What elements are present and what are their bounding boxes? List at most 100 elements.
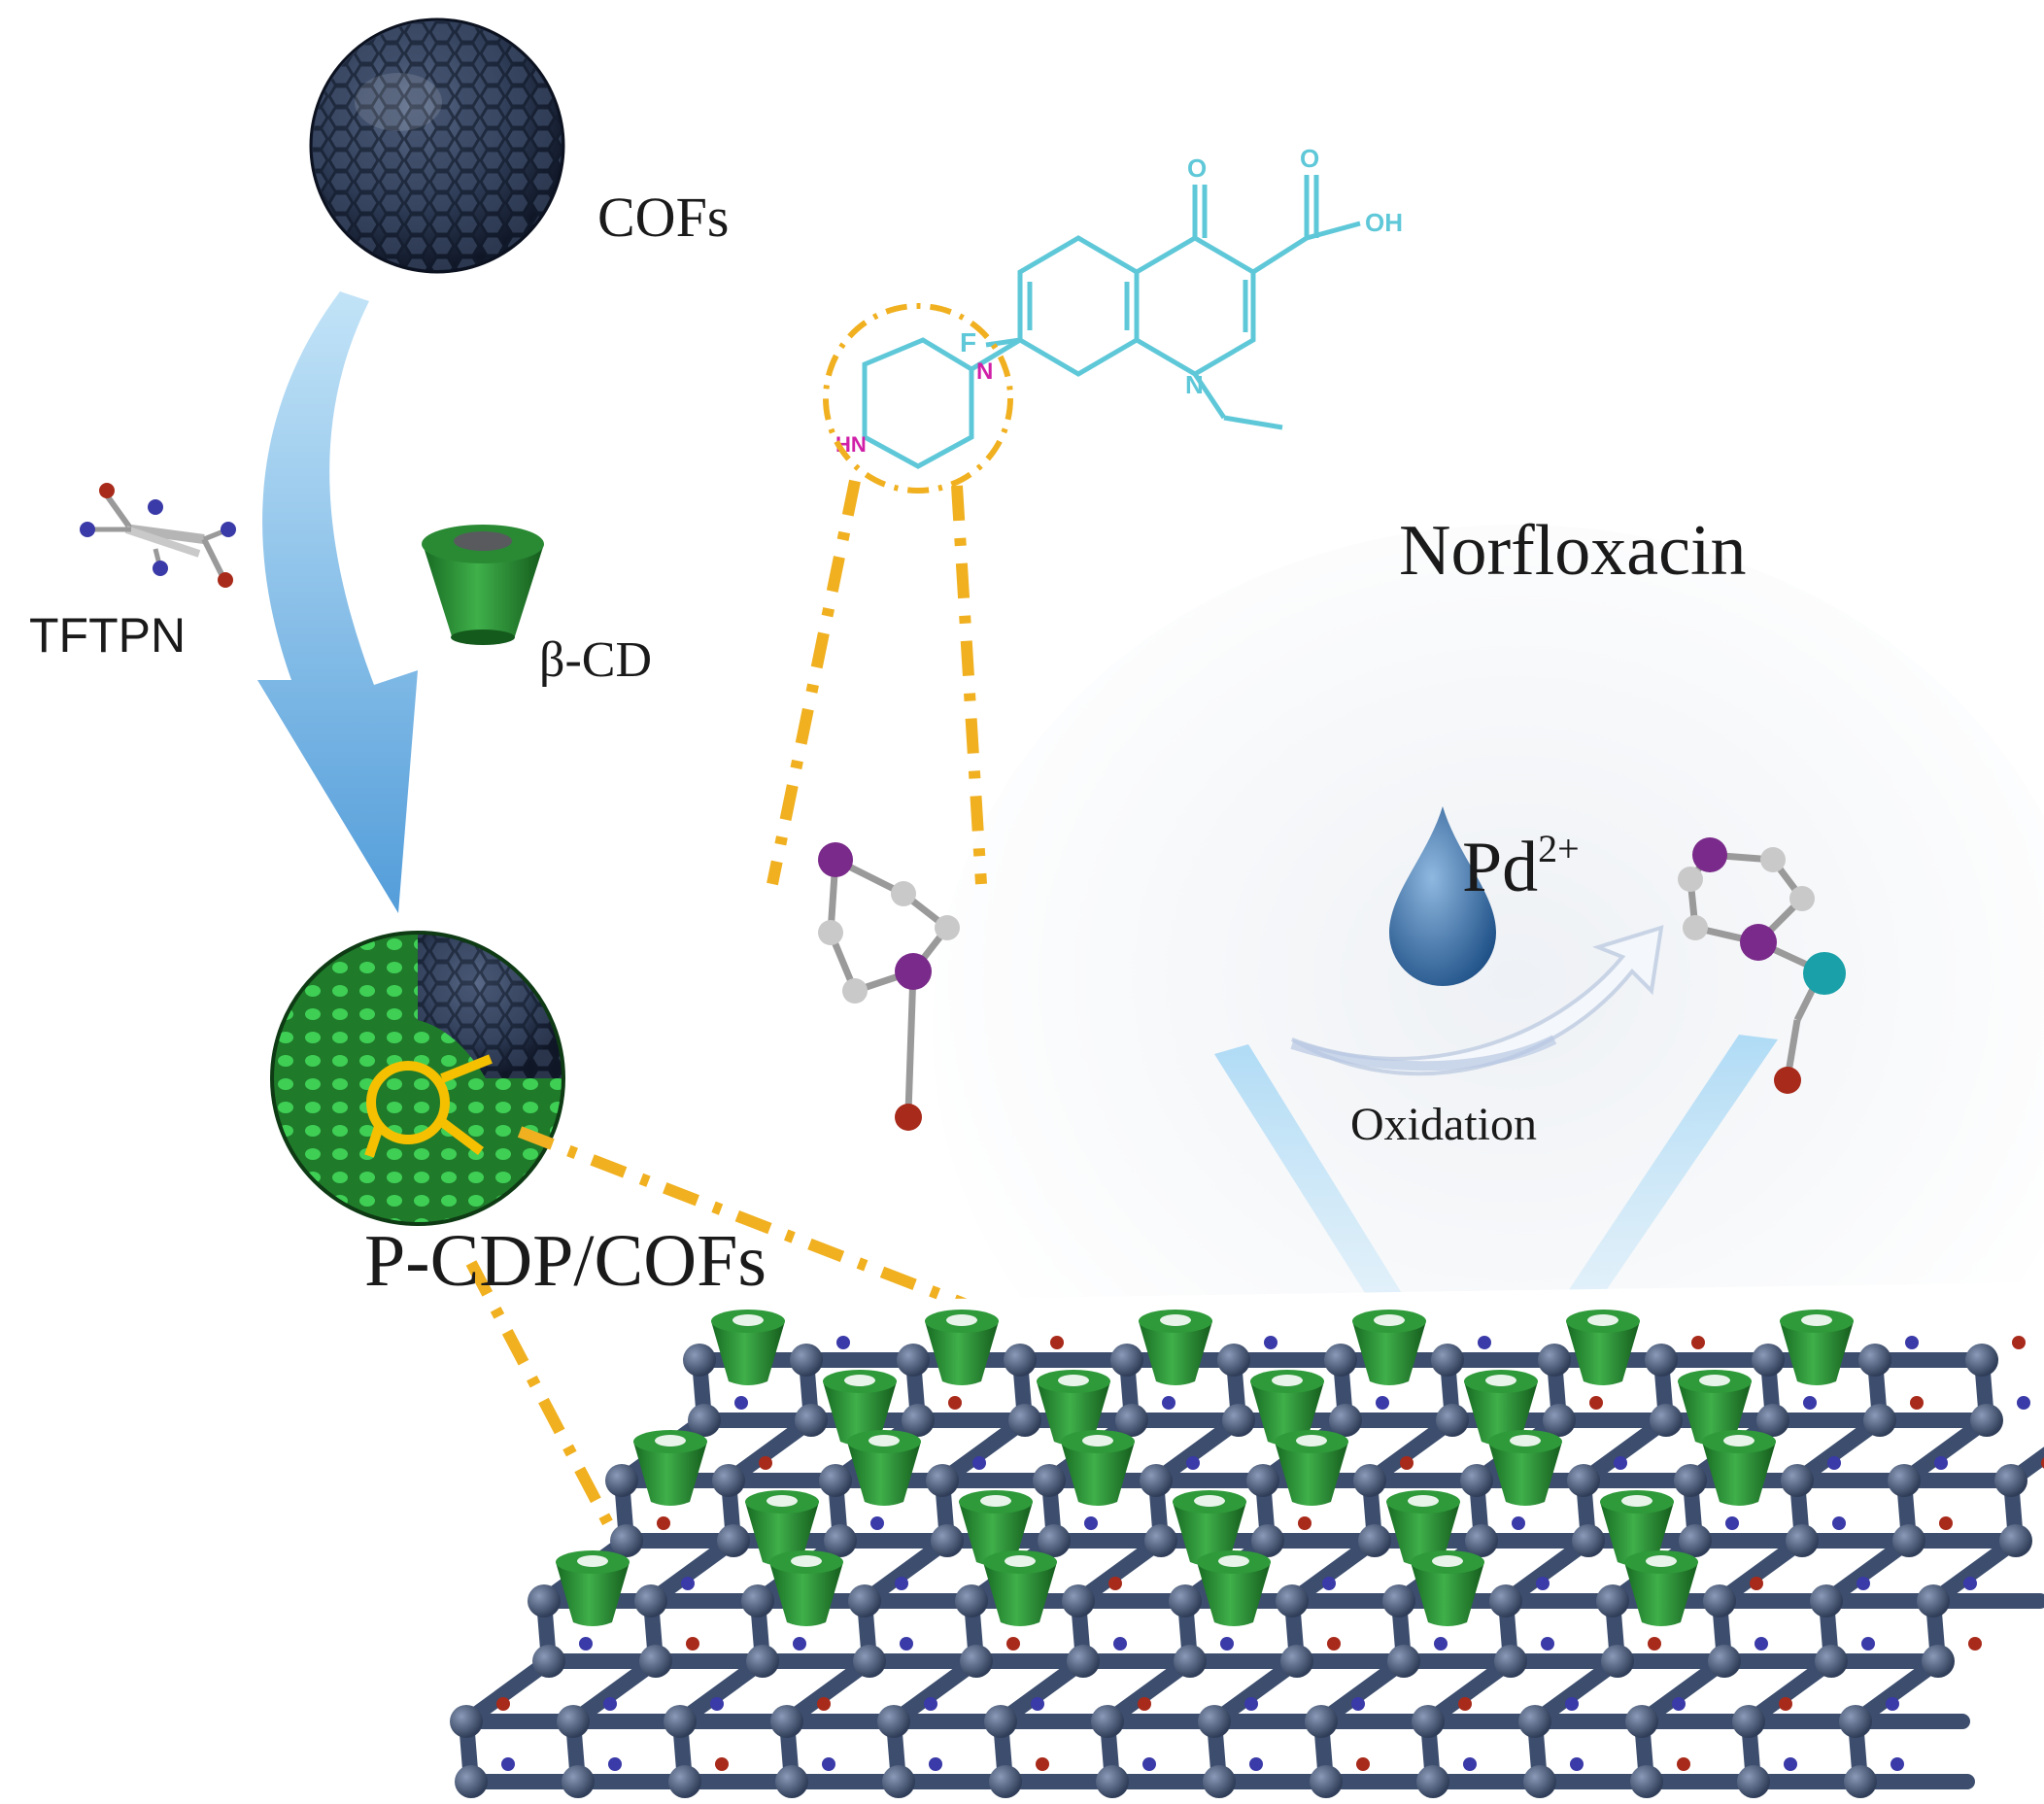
lattice-atom xyxy=(1162,1396,1175,1410)
lattice-atom xyxy=(1536,1577,1550,1590)
lattice-atom xyxy=(1541,1637,1554,1651)
lattice-node xyxy=(1115,1404,1148,1437)
lattice-node xyxy=(1645,1344,1678,1377)
lattice-atom xyxy=(817,1697,831,1711)
label-cofs: COFs xyxy=(597,186,730,249)
cyclodextrin-cone xyxy=(633,1430,707,1506)
lattice-node xyxy=(1096,1765,1129,1798)
atom-oh: OH xyxy=(1365,208,1403,237)
lattice-node xyxy=(1140,1464,1173,1497)
lattice-node xyxy=(1038,1524,1071,1557)
lattice-node xyxy=(717,1524,750,1557)
lattice-atom xyxy=(1886,1697,1899,1711)
lattice-atom xyxy=(501,1757,515,1771)
lattice-node xyxy=(1169,1584,1202,1617)
cyclodextrin-cone xyxy=(823,1370,897,1446)
lattice-node xyxy=(1203,1765,1236,1798)
lattice-node xyxy=(1625,1705,1658,1738)
cyclodextrin-cone xyxy=(711,1310,785,1385)
lattice-node xyxy=(960,1645,993,1678)
lattice-atom xyxy=(1570,1757,1584,1771)
cyclodextrin-cone xyxy=(847,1430,921,1506)
piperazine-ball-model-left xyxy=(818,842,960,1131)
lattice-atom xyxy=(1614,1456,1627,1470)
lattice-node xyxy=(1062,1584,1095,1617)
lattice-node xyxy=(1412,1705,1445,1738)
lattice-atom xyxy=(822,1757,835,1771)
zoom-line-surface-top xyxy=(517,1126,974,1312)
lattice-atom xyxy=(1827,1456,1841,1470)
lattice-node xyxy=(931,1524,964,1557)
lattice-node xyxy=(1324,1344,1357,1377)
lattice-node xyxy=(557,1705,590,1738)
lattice-node xyxy=(1276,1584,1309,1617)
lattice-node xyxy=(848,1584,881,1617)
lattice-node xyxy=(1489,1584,1522,1617)
lattice-atom xyxy=(1784,1757,1797,1771)
lattice-bond xyxy=(886,1653,984,1729)
lattice-node xyxy=(1033,1464,1066,1497)
lattice-node xyxy=(664,1705,697,1738)
cyclodextrin-cone xyxy=(1702,1430,1776,1506)
norfloxacin-structure xyxy=(862,175,1361,469)
lattice-node xyxy=(634,1584,667,1617)
lattice-node xyxy=(1703,1584,1736,1617)
lattice-atom xyxy=(1672,1697,1686,1711)
lattice-node xyxy=(1863,1404,1896,1437)
lattice-atom xyxy=(1905,1336,1919,1349)
lattice-bond xyxy=(1848,1653,1946,1729)
lattice-node xyxy=(1650,1404,1683,1437)
lattice-bond xyxy=(1207,1653,1305,1729)
lattice-bond xyxy=(1925,1533,2024,1609)
cyclodextrin-cone xyxy=(983,1550,1057,1626)
lattice-bond xyxy=(779,1653,877,1729)
lattice-node xyxy=(795,1404,828,1437)
lattice-atom xyxy=(1249,1757,1263,1771)
lattice-node xyxy=(1538,1344,1571,1377)
lattice-node xyxy=(450,1705,483,1738)
background-glow xyxy=(933,525,2044,1535)
lattice-bond xyxy=(1896,1413,1994,1488)
lattice-atom xyxy=(1861,1637,1875,1651)
cyclodextrin-cone xyxy=(745,1490,819,1566)
lattice-atom xyxy=(1434,1637,1448,1651)
lattice-node xyxy=(1756,1404,1789,1437)
lattice-node xyxy=(897,1344,930,1377)
lattice-bond xyxy=(1712,1533,1810,1609)
lattice-atom xyxy=(657,1516,670,1530)
lattice-atom xyxy=(608,1757,622,1771)
lattice-bond xyxy=(1148,1413,1246,1488)
lattice-bond xyxy=(2003,1447,2044,1488)
zoom-line-left xyxy=(766,479,861,886)
lattice-node xyxy=(1353,1464,1386,1497)
lattice-node xyxy=(1246,1464,1279,1497)
lattice-node xyxy=(688,1404,721,1437)
lattice-node xyxy=(1999,1524,2032,1557)
lattice-node xyxy=(1251,1524,1284,1557)
lattice-node xyxy=(1737,1765,1770,1798)
lattice-atom xyxy=(681,1577,695,1590)
lattice-bond xyxy=(993,1653,1091,1729)
lattice-node xyxy=(1416,1765,1449,1798)
lattice-atom xyxy=(759,1456,772,1470)
lattice-node xyxy=(1358,1524,1391,1557)
lattice-atom xyxy=(1327,1637,1341,1651)
lattice-bond xyxy=(1634,1653,1732,1729)
lattice-node xyxy=(926,1464,959,1497)
label-beta-cd: β-CD xyxy=(539,632,653,688)
lattice-node xyxy=(1387,1645,1420,1678)
lattice-node xyxy=(1008,1404,1041,1437)
lattice-atom xyxy=(1910,1396,1924,1410)
lattice-atom xyxy=(793,1637,806,1651)
lattice-bond xyxy=(672,1653,770,1729)
cof-sphere-icon xyxy=(309,17,565,274)
lattice-node xyxy=(1222,1404,1255,1437)
lattice-atom xyxy=(715,1757,729,1771)
lattice-bond xyxy=(1362,1413,1460,1488)
lattice-bond xyxy=(459,1653,557,1729)
lattice-atom xyxy=(1803,1396,1817,1410)
cyclodextrin-cone xyxy=(1173,1490,1246,1566)
cyclodextrin-cone xyxy=(1780,1310,1854,1385)
lattice-atom xyxy=(1006,1637,1020,1651)
lattice-node xyxy=(770,1705,803,1738)
